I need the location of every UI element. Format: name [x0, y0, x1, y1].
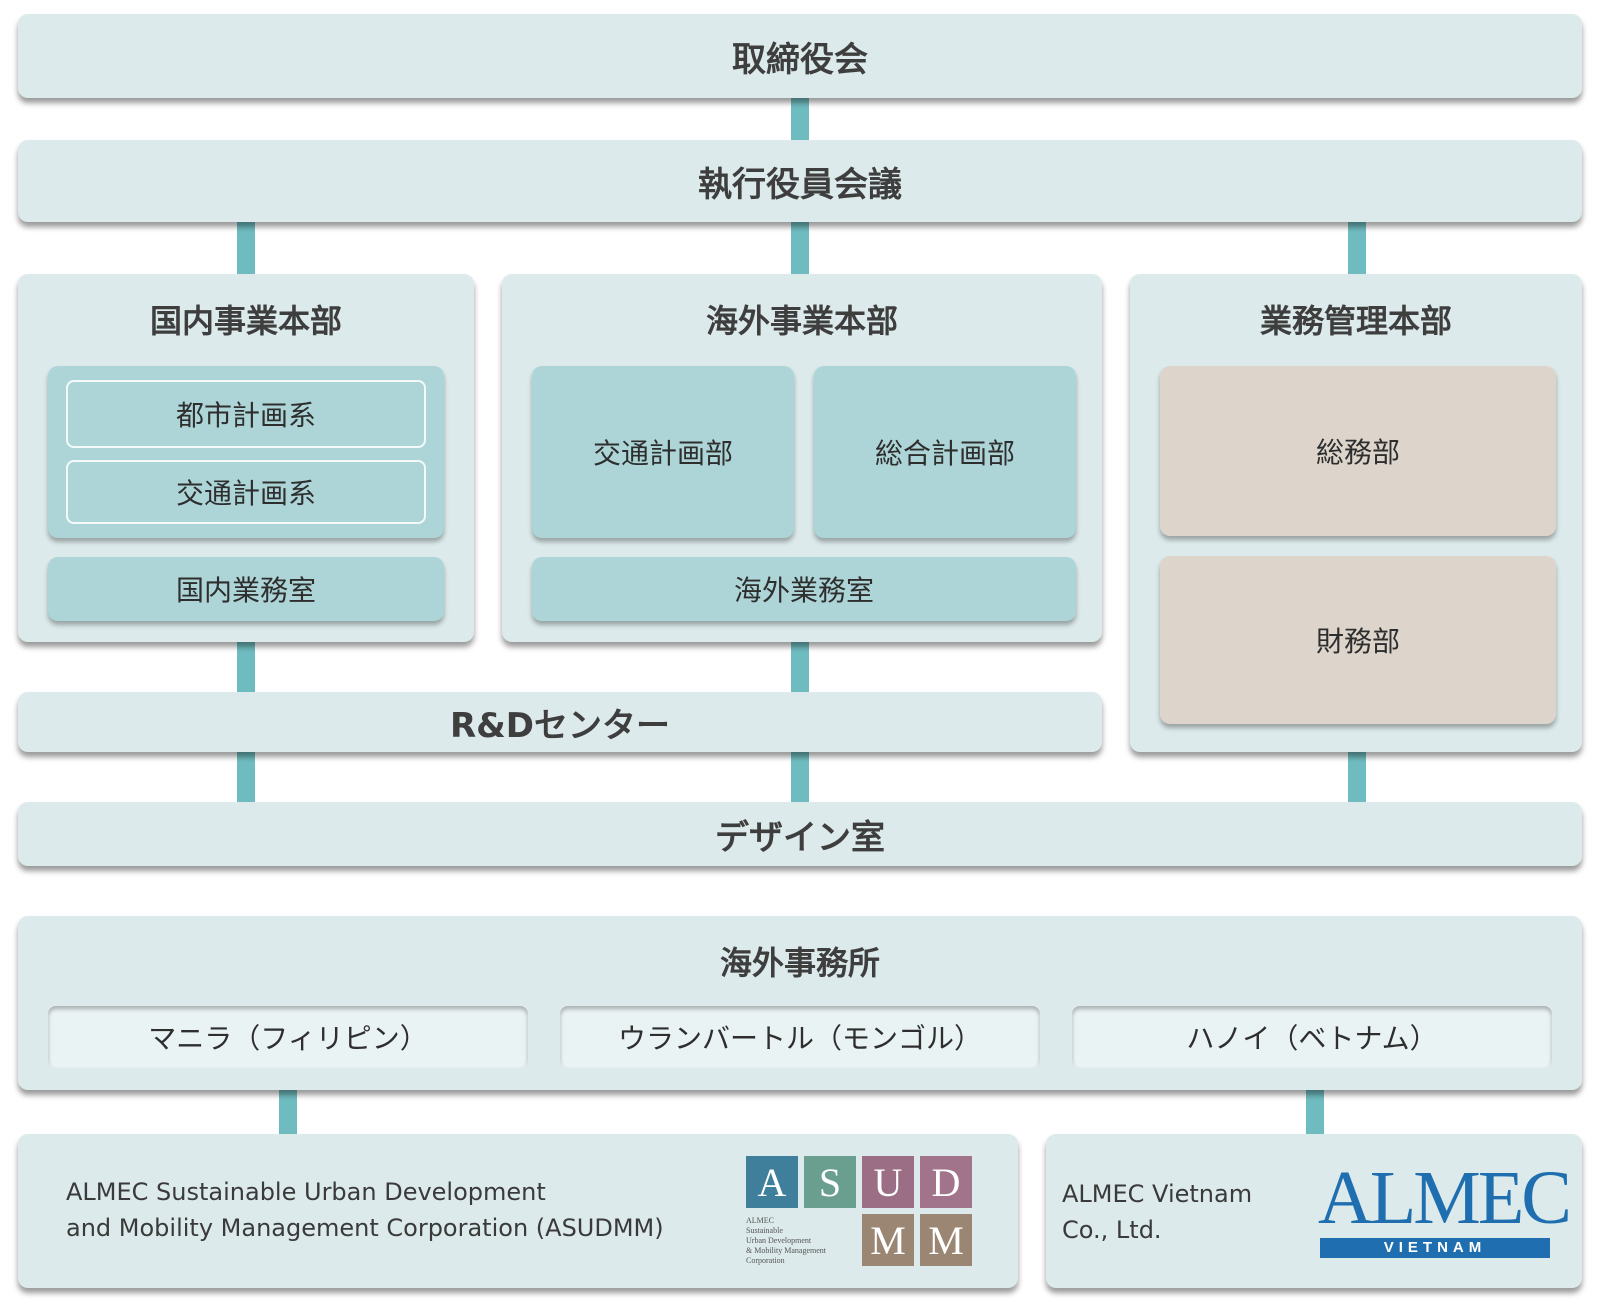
- domestic-group-urban-label: 都市計画系: [175, 399, 316, 432]
- design-room-label: デザイン室: [715, 817, 885, 858]
- almec-vietnam-box: ALMEC Vietnam Co., Ltd. ALMEC VIETNAM: [1046, 1134, 1582, 1288]
- asudmm-logo-letter-s: S: [804, 1156, 856, 1208]
- asudmm-logo: A S U D M M ALMEC Sustainable Urban Deve…: [746, 1156, 978, 1272]
- asudmm-logo-letter-m2: M: [920, 1214, 972, 1266]
- almec-vietnam-name-line1: ALMEC Vietnam: [1062, 1180, 1253, 1208]
- executive-meeting-box: 執行役員会議: [18, 140, 1582, 222]
- design-room-box: デザイン室: [18, 802, 1582, 866]
- board-label: 取締役会: [732, 39, 868, 80]
- management-dept-general-affairs-label: 総務部: [1315, 436, 1400, 469]
- overseas-offices-box: 海外事務所 マニラ（フィリピン） ウランバートル（モンゴル） ハノイ（ベトナム）: [18, 916, 1582, 1090]
- asudmm-logo-letter-u: U: [862, 1156, 914, 1208]
- overseas-dept-general-label: 総合計画部: [874, 437, 1015, 470]
- almec-vietnam-logo-sub: VIETNAM: [1383, 1239, 1487, 1256]
- connector-board-exec: [791, 98, 809, 140]
- overseas-offices-title: 海外事務所: [719, 944, 880, 982]
- domestic-groups-panel: 都市計画系 交通計画系: [48, 366, 444, 538]
- asudmm-logo-letter-a: A: [746, 1156, 798, 1208]
- management-dept-finance: 財務部: [1160, 556, 1556, 724]
- office-ulaanbaatar: ウランバートル（モンゴル）: [560, 1006, 1040, 1068]
- board-box: 取締役会: [18, 14, 1582, 98]
- asudmm-logo-caption: ALMEC Sustainable Urban Development & Mo…: [746, 1216, 826, 1265]
- rd-center-label: R&Dセンター: [449, 705, 671, 746]
- overseas-dept-transport: 交通計画部: [532, 366, 794, 538]
- executive-meeting-label: 執行役員会議: [698, 164, 902, 205]
- connector-exec-management: [1348, 222, 1366, 274]
- domestic-office-label: 国内業務室: [175, 574, 316, 607]
- connector-exec-domestic: [237, 222, 255, 274]
- asudmm-logo-letter-m1: M: [862, 1214, 914, 1266]
- office-manila: マニラ（フィリピン）: [48, 1006, 528, 1068]
- domestic-division: 国内事業本部 都市計画系 交通計画系 国内業務室: [18, 274, 474, 642]
- overseas-office-label: 海外業務室: [733, 574, 874, 607]
- management-division: 業務管理本部 総務部 財務部: [1130, 274, 1582, 752]
- connector-domestic-rd: [237, 642, 255, 692]
- connector-offices-vietnam: [1306, 1090, 1324, 1134]
- office-hanoi: ハノイ（ベトナム）: [1072, 1006, 1552, 1068]
- connector-rd-design-center: [791, 752, 809, 802]
- office-manila-label: マニラ（フィリピン）: [148, 1022, 428, 1055]
- connector-management-design: [1348, 752, 1366, 802]
- asudmm-name-line1: ALMEC Sustainable Urban Development: [66, 1178, 546, 1206]
- domestic-division-title: 国内事業本部: [149, 302, 342, 340]
- domestic-group-transport: 交通計画系: [66, 460, 426, 524]
- asudmm-name-line2: and Mobility Management Corporation (ASU…: [66, 1214, 664, 1242]
- overseas-division: 海外事業本部 交通計画部 総合計画部 海外業務室: [502, 274, 1102, 642]
- domestic-group-transport-label: 交通計画系: [175, 477, 316, 510]
- overseas-division-title: 海外事業本部: [705, 302, 898, 340]
- office-ulaanbaatar-label: ウランバートル（モンゴル）: [617, 1022, 982, 1055]
- rd-center-box: R&Dセンター: [18, 692, 1102, 752]
- almec-vietnam-name-line2: Co., Ltd.: [1062, 1216, 1162, 1244]
- almec-vietnam-logo-bar: VIETNAM: [1320, 1238, 1550, 1258]
- almec-vietnam-logo: ALMEC VIETNAM: [1318, 1158, 1572, 1260]
- domestic-office: 国内業務室: [48, 557, 444, 621]
- connector-overseas-rd: [791, 642, 809, 692]
- connector-rd-design-left: [237, 752, 255, 802]
- asudmm-logo-letter-d: D: [920, 1156, 972, 1208]
- connector-exec-overseas: [791, 222, 809, 274]
- management-dept-general-affairs: 総務部: [1160, 366, 1556, 536]
- almec-vietnam-logo-word: ALMEC: [1318, 1156, 1572, 1240]
- asudmm-box: ALMEC Sustainable Urban Development and …: [18, 1134, 1018, 1288]
- connector-offices-asudmm: [279, 1090, 297, 1134]
- management-dept-finance-label: 財務部: [1315, 625, 1400, 658]
- overseas-dept-transport-label: 交通計画部: [592, 437, 733, 470]
- domestic-group-urban: 都市計画系: [66, 380, 426, 448]
- management-division-title: 業務管理本部: [1259, 302, 1452, 340]
- overseas-dept-general: 総合計画部: [814, 366, 1076, 538]
- overseas-office: 海外業務室: [532, 557, 1076, 621]
- office-hanoi-label: ハノイ（ベトナム）: [1186, 1022, 1438, 1055]
